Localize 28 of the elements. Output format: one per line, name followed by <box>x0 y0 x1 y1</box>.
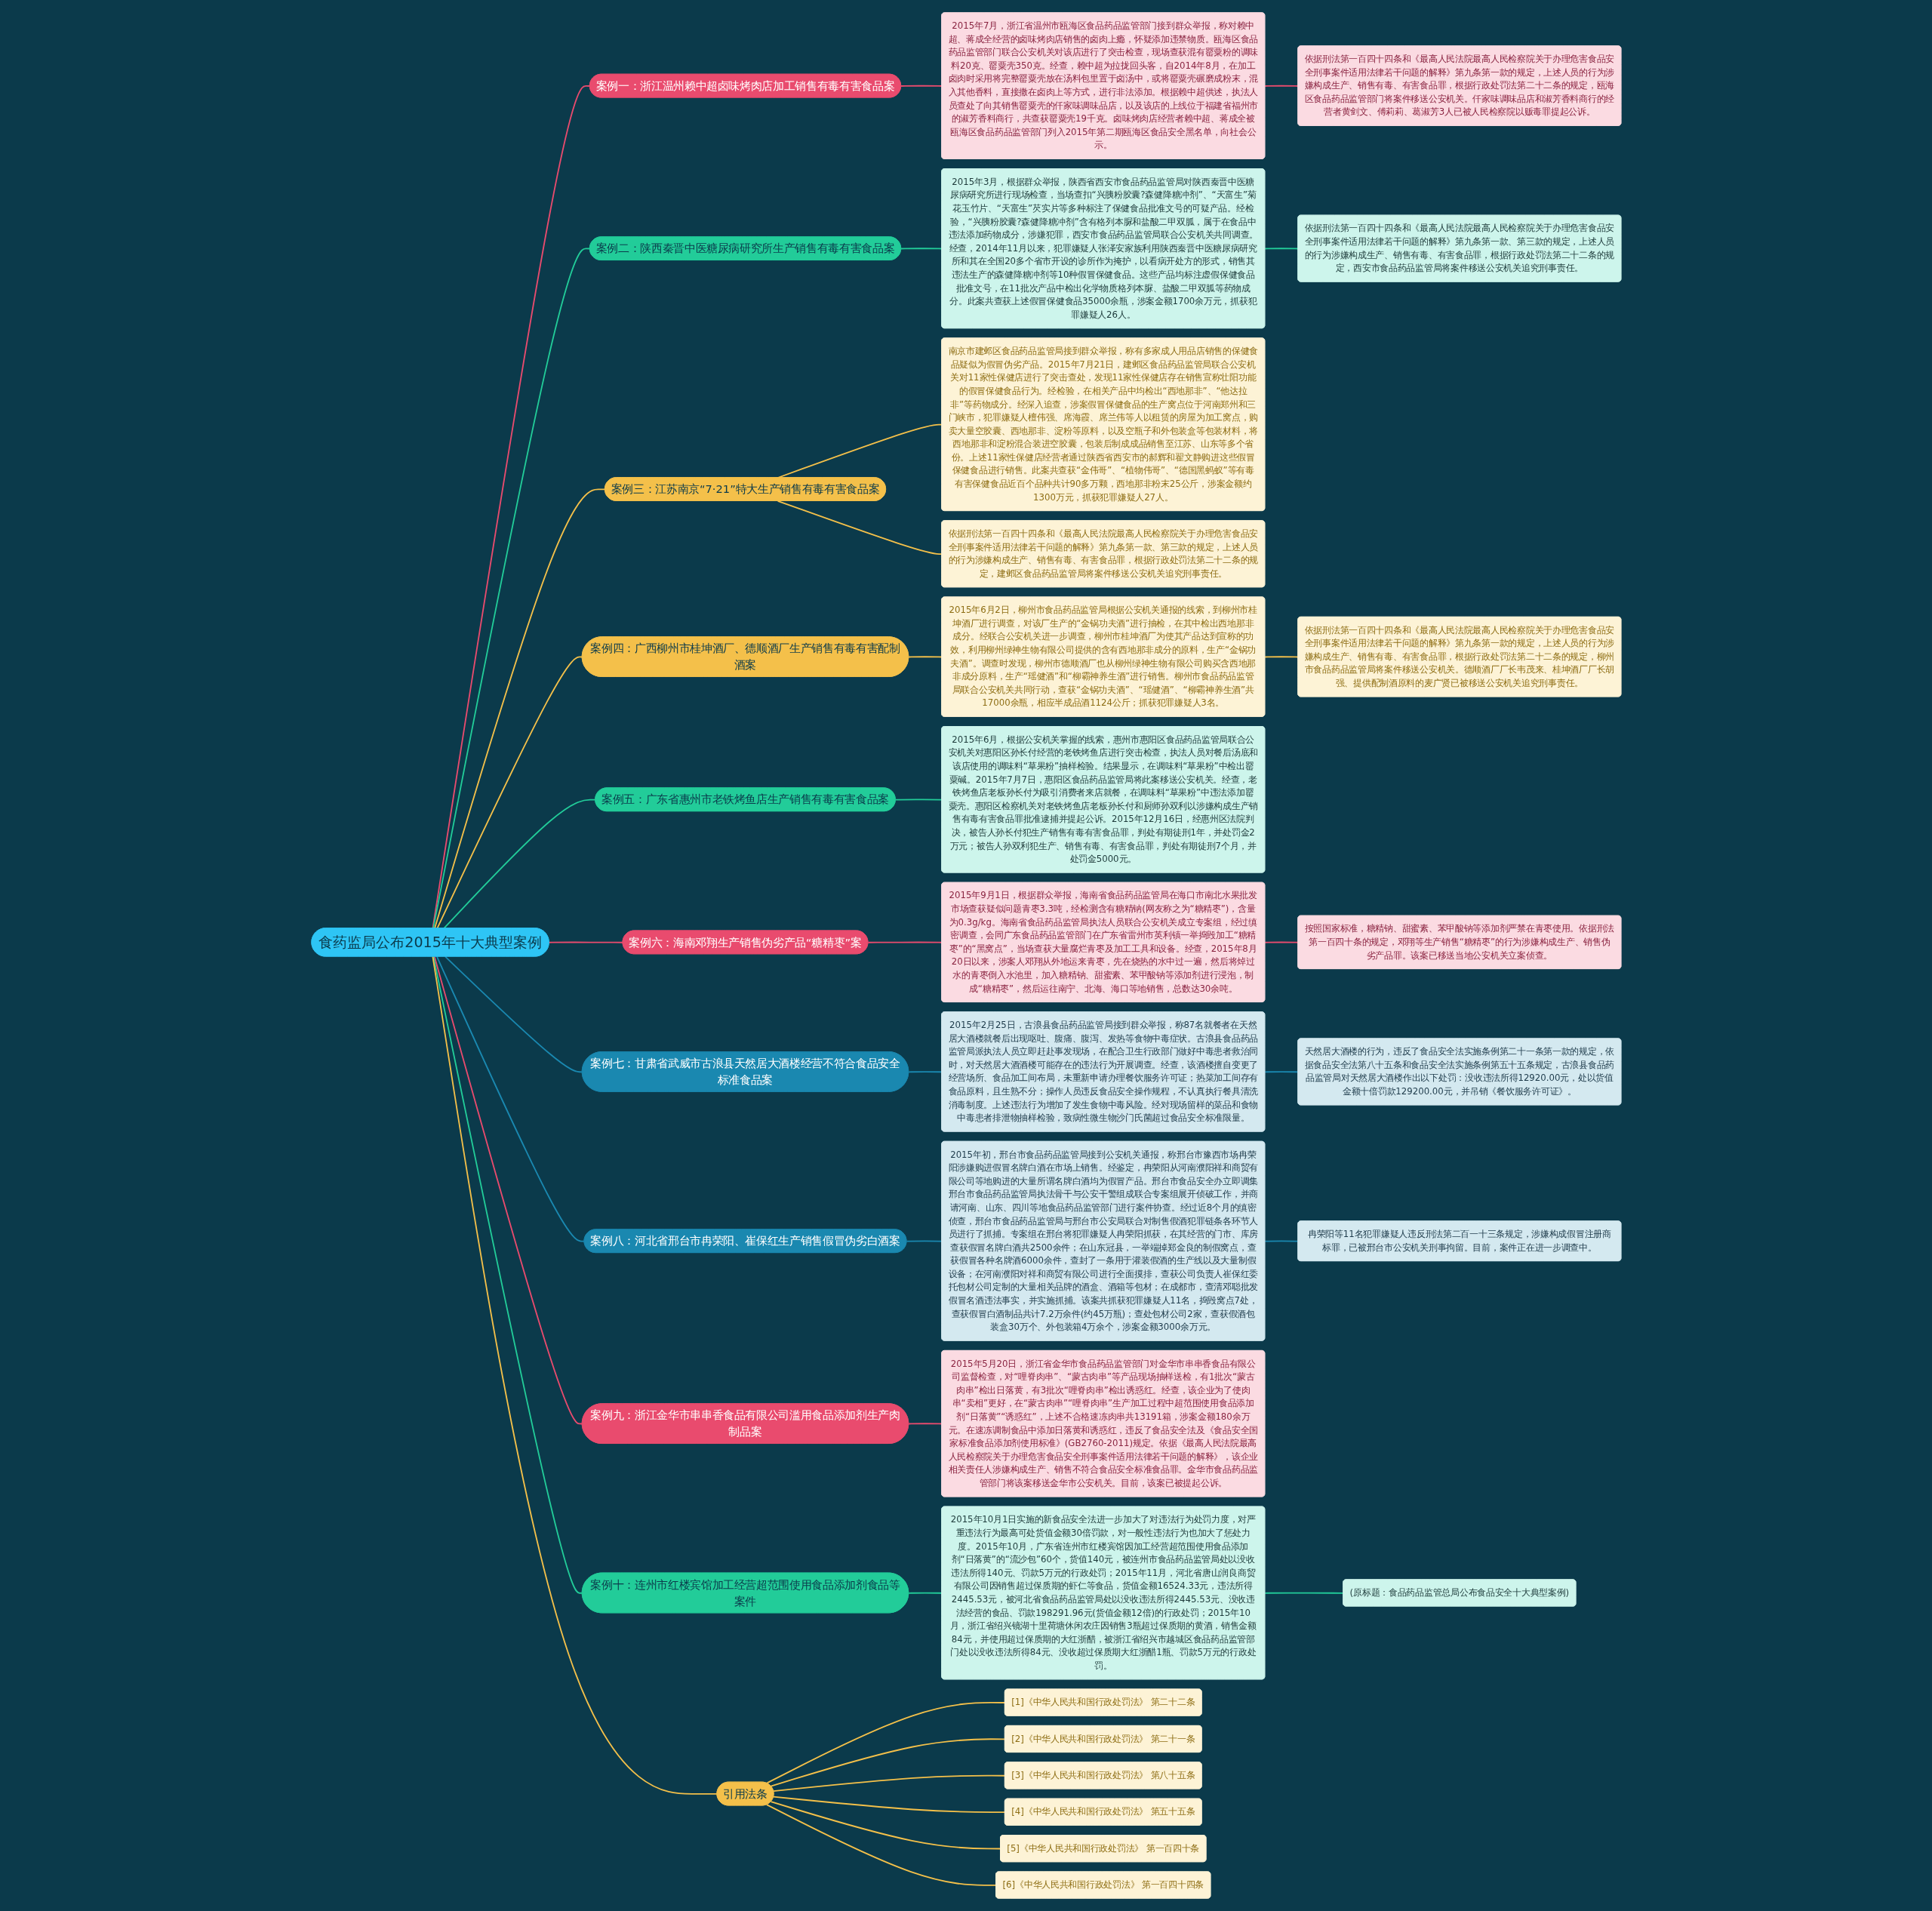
connector <box>432 248 591 929</box>
connector <box>900 248 943 250</box>
connector <box>900 85 943 87</box>
connector <box>907 1592 943 1594</box>
connector <box>907 1423 943 1425</box>
connector <box>1263 941 1299 943</box>
connector <box>894 799 943 801</box>
connector <box>1263 85 1299 87</box>
connector <box>432 956 583 1594</box>
connector <box>432 85 591 929</box>
connector <box>1263 1592 1344 1594</box>
connector <box>777 500 943 555</box>
connector <box>765 1804 997 1886</box>
connector <box>432 956 718 1795</box>
connector <box>907 1071 943 1073</box>
connector <box>548 941 623 943</box>
connector <box>433 488 606 929</box>
connector <box>770 1801 1001 1850</box>
connector <box>1263 1240 1299 1242</box>
connector <box>1263 248 1299 250</box>
connector <box>1263 1071 1299 1073</box>
connector <box>906 1240 943 1242</box>
connector <box>435 956 585 1242</box>
connector <box>1263 656 1299 658</box>
connector <box>907 656 943 658</box>
connector <box>433 956 583 1425</box>
connector <box>442 799 596 929</box>
connector <box>867 941 943 943</box>
